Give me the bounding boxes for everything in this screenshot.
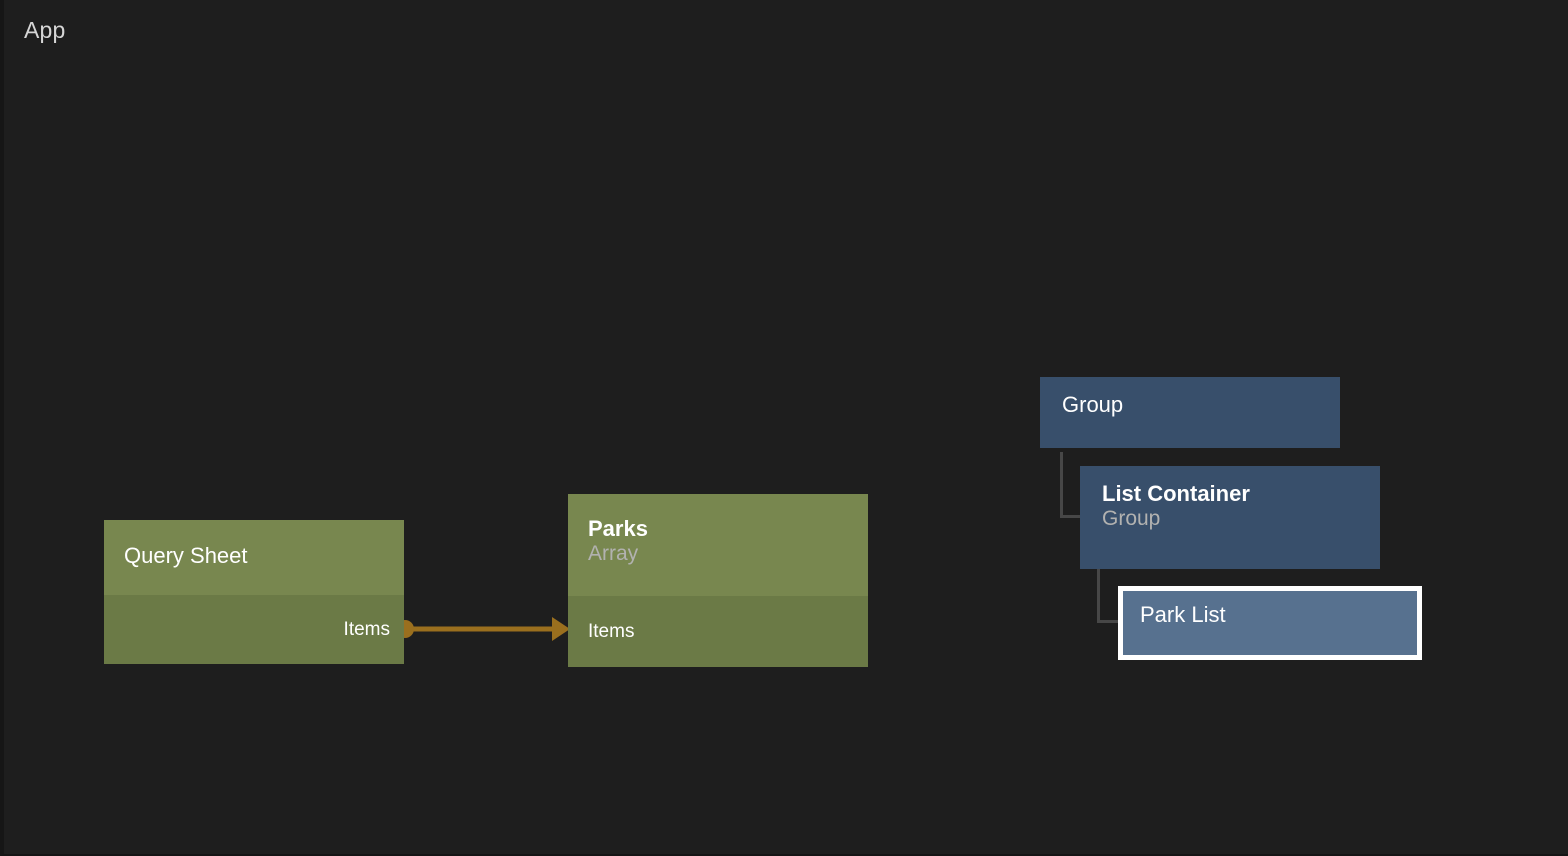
port-query-sheet-items[interactable]: Items <box>104 595 404 664</box>
port-label: Items <box>343 618 390 640</box>
node-title: Parks <box>588 516 648 541</box>
node-body: Items <box>568 596 868 667</box>
tree-connector-group-to-list-container <box>1060 452 1082 518</box>
node-inner: Group <box>1040 377 1340 432</box>
node-inner: Park List <box>1123 591 1417 638</box>
node-title: Group <box>1062 392 1124 417</box>
node-body: Items <box>104 595 404 664</box>
node-title: Query Sheet <box>124 543 248 568</box>
node-title: List Container <box>1102 481 1250 506</box>
port-parks-items[interactable]: Items <box>568 596 868 667</box>
node-header: Parks Array <box>568 494 868 596</box>
edge-items[interactable] <box>396 617 570 641</box>
node-subtitle: Group <box>1102 507 1161 531</box>
node-park-list[interactable]: Park List <box>1118 586 1422 660</box>
port-label: Items <box>588 620 635 642</box>
node-title: Park List <box>1140 602 1226 627</box>
node-header: Query Sheet <box>104 520 404 595</box>
tree-connector-list-container-to-park-list <box>1097 568 1119 623</box>
node-inner: List Container Group <box>1080 466 1380 547</box>
node-parks[interactable]: Parks Array Items <box>568 494 868 667</box>
node-subtitle: Array <box>588 542 639 566</box>
node-group[interactable]: Group <box>1040 377 1340 448</box>
node-query-sheet[interactable]: Query Sheet Items <box>104 520 404 664</box>
app-title: App <box>24 17 66 43</box>
node-list-container[interactable]: List Container Group <box>1080 466 1380 569</box>
